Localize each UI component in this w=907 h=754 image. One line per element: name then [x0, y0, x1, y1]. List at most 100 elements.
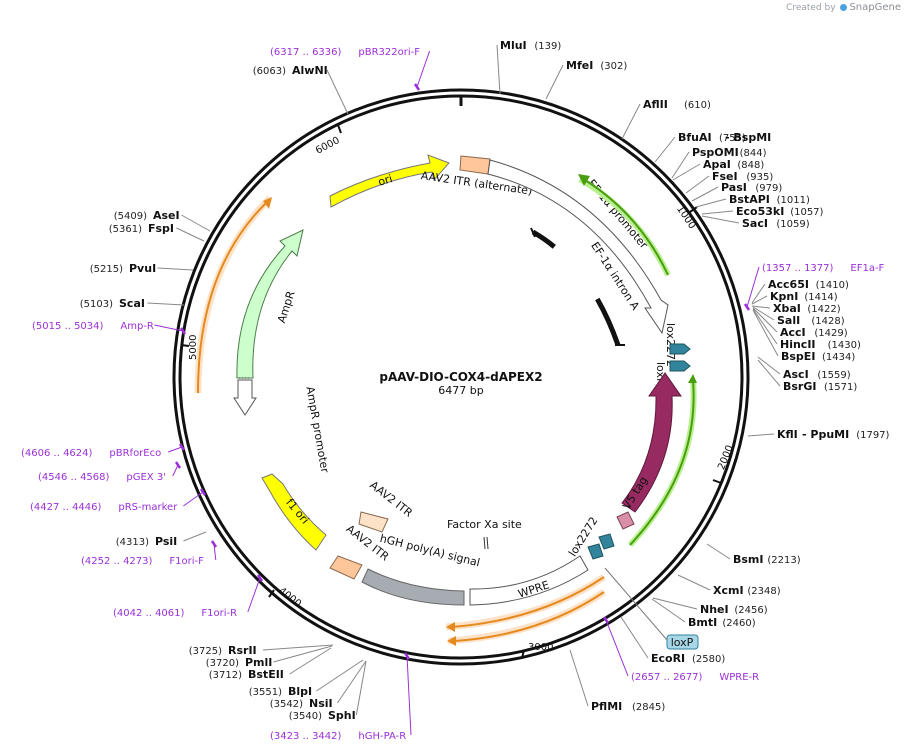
enzyme-site[interactable]: Eco53kI(1057)	[701, 205, 824, 218]
v5-tag-feature[interactable]	[616, 511, 635, 530]
enzyme-site[interactable]: KpnI(1414)	[751, 290, 838, 305]
enzyme-site[interactable]: Acc65I(1410)	[751, 278, 849, 304]
enzyme-position: (755)	[719, 133, 746, 144]
ef1a-promoter-feature[interactable]	[487, 159, 669, 335]
enzyme-site[interactable]: BsrGI(1571)	[757, 359, 857, 393]
ampr-feature[interactable]	[236, 229, 304, 379]
enzyme-name: ApaI	[703, 158, 731, 171]
enzyme-site[interactable]: FseI(935)	[685, 170, 773, 194]
loxp-top-feature[interactable]	[669, 360, 691, 372]
enzyme-site[interactable]: (5409)AseI	[114, 209, 211, 232]
enzyme-site[interactable]: (3712)BstEII	[209, 647, 332, 681]
primer-name: hGH-PA-R	[358, 731, 406, 742]
enzyme-leader	[752, 308, 778, 345]
primer-site[interactable]: (4252 .. 4273)F1ori-F	[81, 540, 218, 567]
enzyme-site[interactable]: (5215)PvuI	[90, 262, 194, 275]
f1-ori-feature[interactable]	[261, 473, 327, 551]
loxp-bottom-feature[interactable]	[587, 543, 604, 560]
enzyme-site[interactable]: (3542)NsiI	[270, 660, 367, 710]
wpre-feature[interactable]	[469, 555, 589, 606]
enzyme-site[interactable]: XcmI(2348)	[677, 574, 781, 597]
enzyme-name: XbaI	[773, 302, 801, 315]
enzyme-site[interactable]: AccI(1429)	[752, 307, 848, 339]
lox2272-bottom-feature[interactable]	[598, 533, 615, 550]
primer-site[interactable]: (3423 .. 3442) hGH-PA-R	[270, 652, 412, 742]
enzyme-site[interactable]: BfuAI(755)	[654, 131, 746, 163]
enzyme-site[interactable]: XbaI(1422)	[751, 302, 841, 315]
enzyme-site[interactable]: BsmI(2213)	[706, 543, 801, 566]
ampr-promoter-feature[interactable]	[233, 379, 257, 416]
enzyme-position: (3725)	[189, 646, 222, 657]
enzyme-site[interactable]: (3720)PmlI	[206, 645, 333, 669]
hgh-polya-feature[interactable]	[361, 568, 465, 606]
apex2-feature[interactable]	[621, 372, 682, 513]
aav2-itr-alternate-feature[interactable]	[459, 155, 491, 175]
enzyme-site[interactable]: (3725)RsrII	[189, 644, 334, 657]
enzyme-site[interactable]: PasI(979)	[691, 181, 782, 202]
enzyme-site[interactable]: PflMI (2845)	[569, 649, 665, 713]
primer-range: (4606 .. 4624)	[21, 448, 93, 459]
primer-site[interactable]: (5015 .. 5034)Amp-R	[32, 321, 187, 335]
enzyme-site[interactable]: AflII(610)	[621, 98, 711, 140]
enzyme-site[interactable]: NheI(2456)	[652, 597, 768, 616]
enzyme-site[interactable]: MfeI(302)	[545, 59, 627, 100]
enzyme-position: (935)	[746, 172, 773, 183]
tick-5000	[180, 344, 190, 347]
ampr-label: AmpR	[275, 289, 298, 325]
primer-site[interactable]: (1357 .. 1377) EF1a-F	[743, 263, 885, 311]
primer-site[interactable]: (2657 .. 2677)WPRE-R	[602, 616, 759, 683]
enzyme-site[interactable]: HincII(1430)	[752, 308, 861, 351]
enzyme-site[interactable]: - PpuMI(1797)	[802, 428, 890, 441]
aav2-itr-feature[interactable]	[329, 555, 363, 580]
primer-site[interactable]: (4427 .. 4446)pRS-marker	[30, 488, 207, 513]
enzyme-site[interactable]: MluI(139)	[496, 39, 561, 95]
primer-range: (3423 .. 3442)	[270, 731, 342, 742]
aav2-itr-light-feature[interactable]	[358, 511, 389, 533]
enzyme-name: SphI	[328, 709, 356, 722]
enzyme-name: XcmI	[713, 584, 744, 597]
enzyme-name: PflMI	[591, 700, 622, 713]
loxp-box-label: loxP	[671, 636, 694, 649]
factor-xa-label: Factor Xa site	[447, 518, 522, 531]
primer-leader	[168, 446, 183, 453]
enzyme-site[interactable]: (6063)AlwNI	[253, 64, 349, 115]
enzyme-site[interactable]: (3540)SphI	[289, 660, 367, 722]
primer-site[interactable]: (6317 .. 6336)pBR322ori-F	[270, 47, 431, 91]
enzyme-position: (2845)	[632, 702, 665, 713]
primer-site[interactable]: (4606 .. 4624)pBRforEco	[21, 443, 186, 459]
primer-site[interactable]: (4546 .. 4568)pGEX 3'	[38, 461, 182, 483]
enzyme-site[interactable]: SacI(1059)	[701, 215, 810, 230]
enzyme-leader	[496, 44, 501, 95]
lox2272-top-feature[interactable]	[669, 343, 691, 355]
enzyme-name: PasI	[721, 181, 747, 194]
enzyme-name: AlwNI	[292, 64, 328, 77]
ori-feature[interactable]	[329, 154, 450, 208]
enzyme-site[interactable]: SalI(1428)	[752, 306, 845, 327]
enzyme-site[interactable]: (5361)FspI	[109, 222, 205, 242]
primer-name: EF1a-F	[850, 263, 884, 274]
enzyme-site[interactable]: (3551)BlpI	[249, 659, 364, 698]
enzyme-site[interactable]: BstAPI(1011)	[695, 193, 810, 208]
enzyme-site[interactable]: - BspMI	[725, 131, 771, 144]
enzyme-leader	[183, 531, 207, 542]
enzyme-site[interactable]: BspEI(1434)	[752, 309, 855, 363]
ef1a-intron-feature[interactable]	[531, 229, 621, 346]
enzyme-site[interactable]: BmtI(2460)	[651, 598, 756, 629]
primer-mark	[199, 488, 207, 496]
primer-site[interactable]: (4042 .. 4061)F1ori-R	[113, 574, 264, 619]
enzyme-site[interactable]: ApaI(848)	[672, 158, 764, 181]
enzyme-site[interactable]: KflI	[747, 428, 798, 441]
enzyme-name: BstEII	[248, 668, 284, 681]
enzyme-site[interactable]: (5103)ScaI	[80, 297, 185, 310]
primer-range: (1357 .. 1377)	[762, 263, 834, 274]
snapgene-logo-icon	[840, 4, 848, 11]
enzyme-site[interactable]: (4313)PsiI	[116, 531, 207, 548]
enzyme-site[interactable]: AscI(1559)	[757, 356, 851, 381]
primer-name: pGEX 3'	[126, 472, 166, 483]
enzyme-site[interactable]: EcoRI(2580)	[620, 616, 725, 665]
primer-range: (4427 .. 4446)	[30, 502, 102, 513]
loxp-box-feature[interactable]	[666, 634, 699, 650]
enzyme-site[interactable]: PspOMI(844)	[671, 146, 767, 179]
enzyme-position: (139)	[534, 41, 561, 52]
primer-mark	[403, 652, 411, 660]
